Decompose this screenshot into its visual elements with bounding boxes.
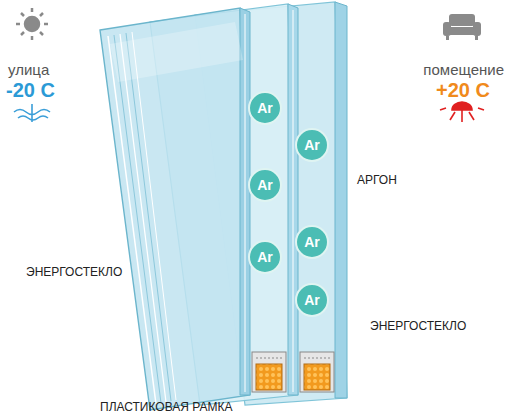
argon-circle: Ar — [295, 128, 329, 162]
gas-symbol: Ar — [304, 137, 320, 153]
gas-symbol: Ar — [257, 100, 273, 116]
spacer-frame — [252, 352, 334, 392]
argon-circle: Ar — [248, 91, 282, 125]
outside-label: улица — [8, 60, 49, 79]
sofa-icon — [443, 14, 481, 40]
sun-icon — [16, 8, 48, 40]
part-name: ЭНЕРГОСТЕКЛО — [370, 318, 466, 334]
temperature-value: -20 C — [6, 78, 55, 102]
temperature-value: +20 C — [436, 78, 490, 102]
part-name: ПЛАСТИКОВАЯ РАМКА — [100, 399, 232, 415]
glass-pane — [100, 8, 250, 410]
inside-label: помещение — [423, 60, 504, 79]
argon-circle: Ar — [295, 283, 329, 317]
gas-symbol: Ar — [304, 292, 320, 308]
argon-circle: Ar — [248, 240, 282, 274]
argon-circle: Ar — [248, 168, 282, 202]
snow-icon — [14, 104, 50, 122]
gas-symbol: Ar — [257, 177, 273, 193]
part-name: АРГОН — [357, 172, 397, 188]
gas-symbol: Ar — [257, 249, 273, 265]
heat-icon — [440, 102, 484, 122]
gas-symbol: Ar — [304, 234, 320, 250]
part-name: ЭНЕРГОСТЕКЛО — [26, 264, 122, 280]
argon-circle: Ar — [295, 225, 329, 259]
